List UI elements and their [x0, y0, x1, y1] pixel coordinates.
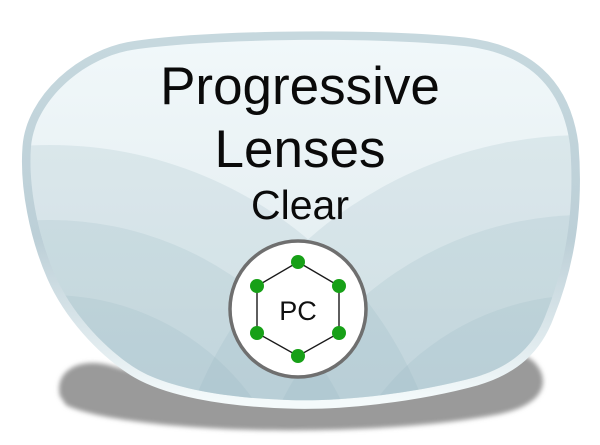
right-fan-arc [165, 135, 572, 401]
lens-title-line1: Progressive [160, 57, 440, 116]
molecule-node-dot [332, 326, 346, 340]
molecule-node-dot [291, 255, 305, 269]
lens-shadow [59, 351, 543, 431]
molecule-node-dot [250, 279, 264, 293]
badge-circle [228, 239, 368, 379]
molecule-node-dot [250, 326, 264, 340]
lens-coating-label: Clear [251, 182, 349, 228]
molecule-node-dot [291, 349, 305, 363]
molecule-nodes [250, 255, 346, 363]
material-badge: PC [228, 239, 368, 379]
left-fan-arc [30, 220, 375, 401]
molecule-node-dot [332, 279, 346, 293]
material-code-label: PC [279, 296, 317, 326]
right-fan-arc [245, 215, 572, 401]
lens-title-line2: Lenses [215, 120, 386, 179]
